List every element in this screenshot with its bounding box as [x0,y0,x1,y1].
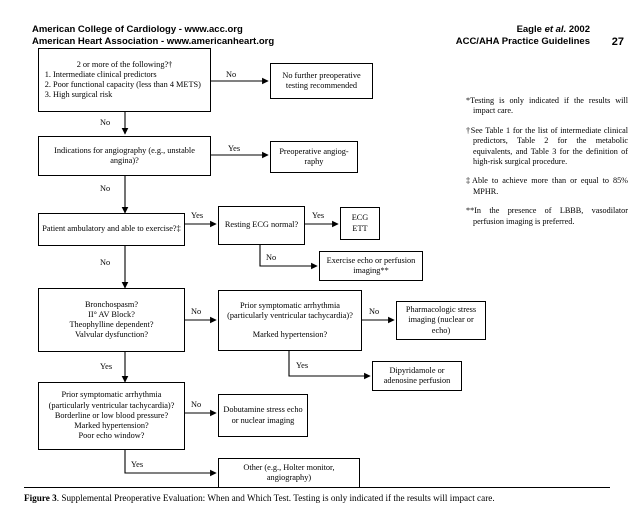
node-two-or-more-list: Intermediate clinical predictors Poor fu… [42,70,207,101]
edge-label-no-2: No [100,118,111,127]
page-number: 27 [611,36,624,48]
node-prior-arrhythmia-1-line2: (particularly ventricular tachycardia)? [227,310,353,320]
node-pharmacologic-stress-label: Pharmacologic stress imaging (nuclear or… [405,305,477,335]
node-exercise-echo-perfusion[interactable]: Exercise echo or perfusion imaging** [319,251,423,281]
header-citation-author: Eagle [516,24,545,35]
node-patient-ambulatory-label: Patient ambulatory and able to exercise?… [42,224,181,234]
node-ecg-ett[interactable]: ECG ETT [340,207,380,240]
node-patient-ambulatory[interactable]: Patient ambulatory and able to exercise?… [38,213,185,246]
node-indications-for-angiography[interactable]: Indications for angiography (e.g., unsta… [38,136,211,176]
node-bronchospasm-line4: Valvular dysfunction? [74,330,149,340]
header-acc-line: American College of Cardiology - www.acc… [32,24,243,35]
node-two-or-more-criteria[interactable]: 2 or more of the following?† Intermediat… [38,48,211,112]
edge-label-no-5: No [100,258,111,267]
edge-label-yes-3: Yes [312,211,325,220]
footnote-dagger: †See Table 1 for the list of intermediat… [466,125,628,167]
header-citation-year: 2002 [566,24,590,35]
node-preoperative-angiography[interactable]: Preoperative angiog-raphy [270,141,358,173]
footnotes: *Testing is only indicated if the result… [466,96,628,236]
node-exercise-echo-label: Exercise echo or perfusion imaging** [326,255,416,275]
node-preoperative-angiography-label: Preoperative angiog-raphy [279,146,349,166]
node-no-further-testing[interactable]: No further preoperative testing recommen… [270,63,373,99]
edge-label-yes-5: Yes [296,361,309,370]
caption-divider [24,487,610,488]
footnote-asterisk: *Testing is only indicated if the result… [466,96,628,116]
header-guidelines-line: ACC/AHA Practice Guidelines [455,36,590,47]
node-resting-ecg-label: Resting ECG normal? [224,220,299,230]
node-resting-ecg-normal[interactable]: Resting ECG normal? [218,206,305,245]
node-prior-arrhythmia-2-line3: Borderline or low blood pressure? [54,410,169,420]
node-prior-arrhythmia-2-line1: Prior symptomatic arrhythmia [61,390,162,400]
node-prior-arrhythmia-1-line3: Marked hypertension? [252,330,328,340]
node-two-or-more-lead: 2 or more of the following?† [76,59,173,69]
header-citation-etal: et al. [544,24,567,35]
node-ett-label: ETT [352,223,368,233]
edge-label-yes-4: Yes [100,362,113,371]
node-prior-arrhythmia-2[interactable]: Prior symptomatic arrhythmia (particular… [38,382,185,450]
edge-label-no-4: No [266,253,277,262]
node-prior-arrhythmia-1-line1: Prior symptomatic arrhythmia [239,300,340,310]
edge-label-no-6: No [191,307,202,316]
edge-label-yes-6: Yes [131,460,144,469]
header-right: Eagle et al. 2002 ACC/AHA Practice Guide… [456,24,590,48]
header-citation-line: Eagle et al. 2002 [456,24,590,36]
figure-caption: Figure 3. Supplemental Preoperative Eval… [24,492,614,504]
node-bronchospasm-group[interactable]: Bronchospasm? II° AV Block? Theophylline… [38,288,185,352]
figure-caption-label: Figure 3 [24,493,57,503]
node-prior-arrhythmia-1[interactable]: Prior symptomatic arrhythmia (particular… [218,290,362,351]
node-prior-arrhythmia-2-line2: (particularly ventricular tachycardia)? [48,400,175,410]
node-bronchospasm-line2: II° AV Block? [88,309,135,319]
node-bronchospasm-line3: Theophylline dependent? [69,320,154,329]
header-aha-line: American Heart Association - www.america… [32,36,275,47]
node-other-holter[interactable]: Other (e.g., Holter monitor, angiography… [218,458,360,488]
edge-label-no-3: No [100,184,111,193]
criteria-item-1: Intermediate clinical predictors [53,70,207,80]
header-left: American College of Cardiology - www.acc… [32,24,274,48]
criteria-item-2: Poor functional capacity (less than 4 ME… [53,80,207,90]
edge-label-no-7: No [369,307,380,316]
node-bronchospasm-line1: Bronchospasm? [85,299,138,309]
edge-label-yes-2: Yes [191,211,204,220]
edge-label-no-8: No [191,400,202,409]
edge-label-no-1: No [226,70,237,79]
node-dobutamine-stress[interactable]: Dobutamine stress echo or nuclear imagin… [218,394,308,437]
node-other-holter-label: Other (e.g., Holter monitor, angiography… [243,462,335,482]
node-indications-label: Indications for angiography (e.g., unsta… [54,145,195,165]
footnote-double-dagger: ‡Able to achieve more than or equal to 8… [466,176,628,196]
criteria-item-3: High surgical risk [53,90,207,100]
node-dipyridamole-label: Dipyridamole or adenosine perfusion [383,365,451,385]
node-prior-arrhythmia-2-line5: Poor echo window? [78,431,145,441]
node-dipyridamole-adenosine[interactable]: Dipyridamole or adenosine perfusion [372,361,462,391]
edge-label-yes-1: Yes [228,144,241,153]
node-prior-arrhythmia-2-line4: Marked hypertension? [74,421,149,431]
node-ecg-label: ECG [351,213,369,223]
figure-caption-text: . Supplemental Preoperative Evaluation: … [56,493,495,503]
node-no-further-testing-label: No further preoperative testing recommen… [282,70,361,90]
footnote-double-asterisk: **In the presence of LBBB, vasodilator p… [466,206,628,226]
node-pharmacologic-stress-imaging[interactable]: Pharmacologic stress imaging (nuclear or… [396,301,486,340]
node-dobutamine-label: Dobutamine stress echo or nuclear imagin… [223,405,303,425]
